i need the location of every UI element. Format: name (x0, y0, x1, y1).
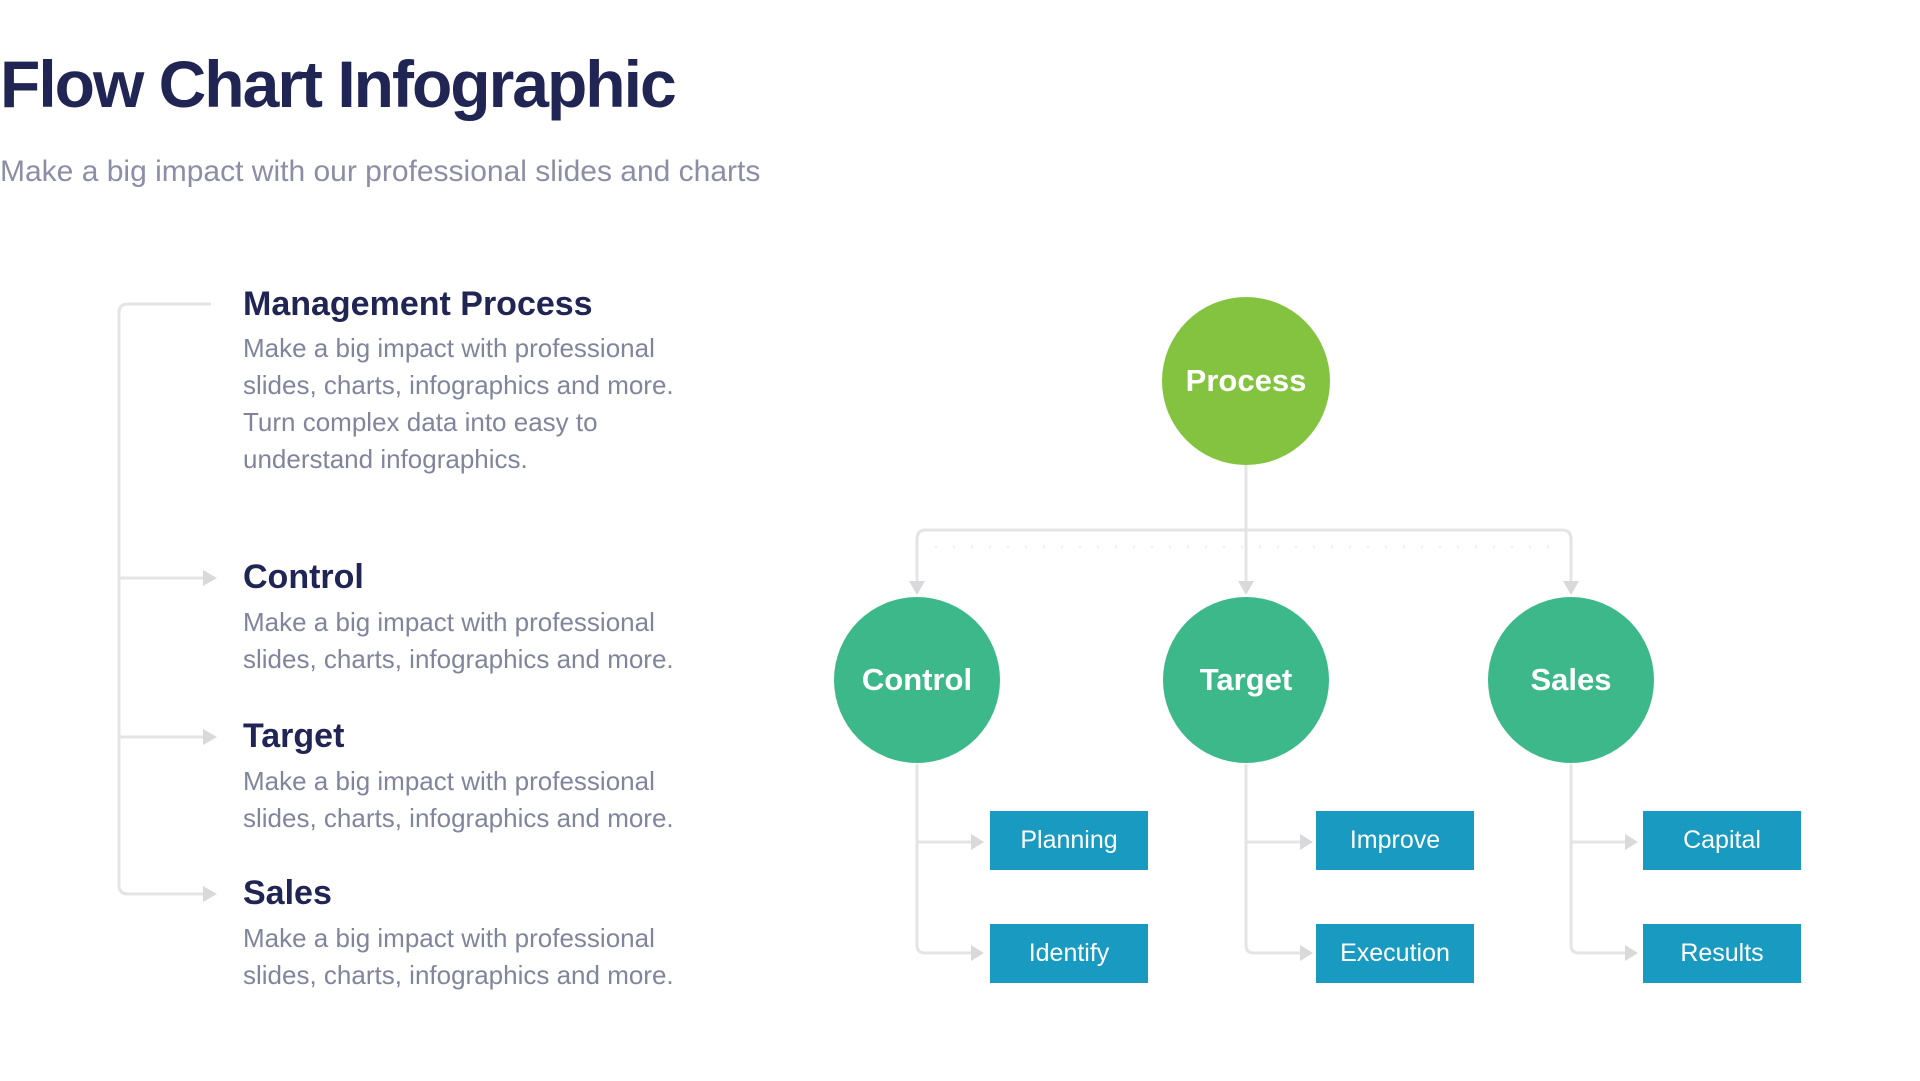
flow-node-label: Identify (1028, 939, 1110, 967)
flow-tree-connector (915, 464, 1573, 581)
flow-node-label: Target (1199, 662, 1293, 697)
section-body: Make a big impact with professional slid… (243, 333, 674, 474)
section-heading: Management Process (243, 285, 593, 323)
flow-tree-arrowheads (909, 581, 1579, 595)
section-management-process: Management Process Make a big impact wit… (243, 282, 713, 474)
flow-node-target: Target (1163, 597, 1329, 763)
target-branch-connector (1244, 764, 1300, 955)
sales-branch-connector (1569, 764, 1625, 955)
page-title: Flow Chart Infographic (0, 47, 677, 121)
section-heading: Target (243, 717, 345, 755)
flow-node-label: Results (1680, 939, 1764, 967)
control-branch-connector (915, 764, 971, 955)
left-bracket-connector (117, 302, 211, 896)
flow-node-label: Sales (1530, 662, 1612, 697)
flow-node-planning: Planning (990, 811, 1148, 870)
flow-node-label: Process (1185, 363, 1307, 398)
flow-node-identify: Identify (990, 924, 1148, 983)
sales-branch-arrowheads (1625, 834, 1638, 961)
flow-node-label: Improve (1349, 826, 1441, 854)
flow-node-process: Process (1162, 297, 1330, 465)
left-bracket-arrowheads (203, 570, 217, 902)
section-heading: Sales (243, 874, 332, 912)
flow-node-label: Execution (1340, 939, 1450, 967)
flow-node-control: Control (834, 597, 1000, 763)
target-branch-arrowheads (1300, 834, 1313, 961)
section-body: Make a big impact with professional slid… (243, 766, 674, 833)
flow-node-label: Capital (1683, 826, 1761, 854)
section-sales: Sales Make a big impact with professiona… (243, 871, 713, 990)
flow-node-sales: Sales (1488, 597, 1654, 763)
flow-node-label: Control (861, 662, 973, 697)
section-body: Make a big impact with professional slid… (243, 923, 674, 990)
page-subtitle: Make a big impact with our professional … (0, 155, 761, 188)
section-control: Control Make a big impact with professio… (243, 555, 713, 674)
flow-node-label: Planning (1020, 826, 1118, 854)
section-body: Make a big impact with professional slid… (243, 607, 674, 674)
flow-node-execution: Execution (1316, 924, 1474, 983)
flow-node-capital: Capital (1643, 811, 1801, 870)
control-branch-arrowheads (971, 834, 984, 961)
section-heading: Control (243, 558, 364, 596)
flow-node-results: Results (1643, 924, 1801, 983)
flow-node-improve: Improve (1316, 811, 1474, 870)
section-target: Target Make a big impact with profession… (243, 714, 713, 833)
